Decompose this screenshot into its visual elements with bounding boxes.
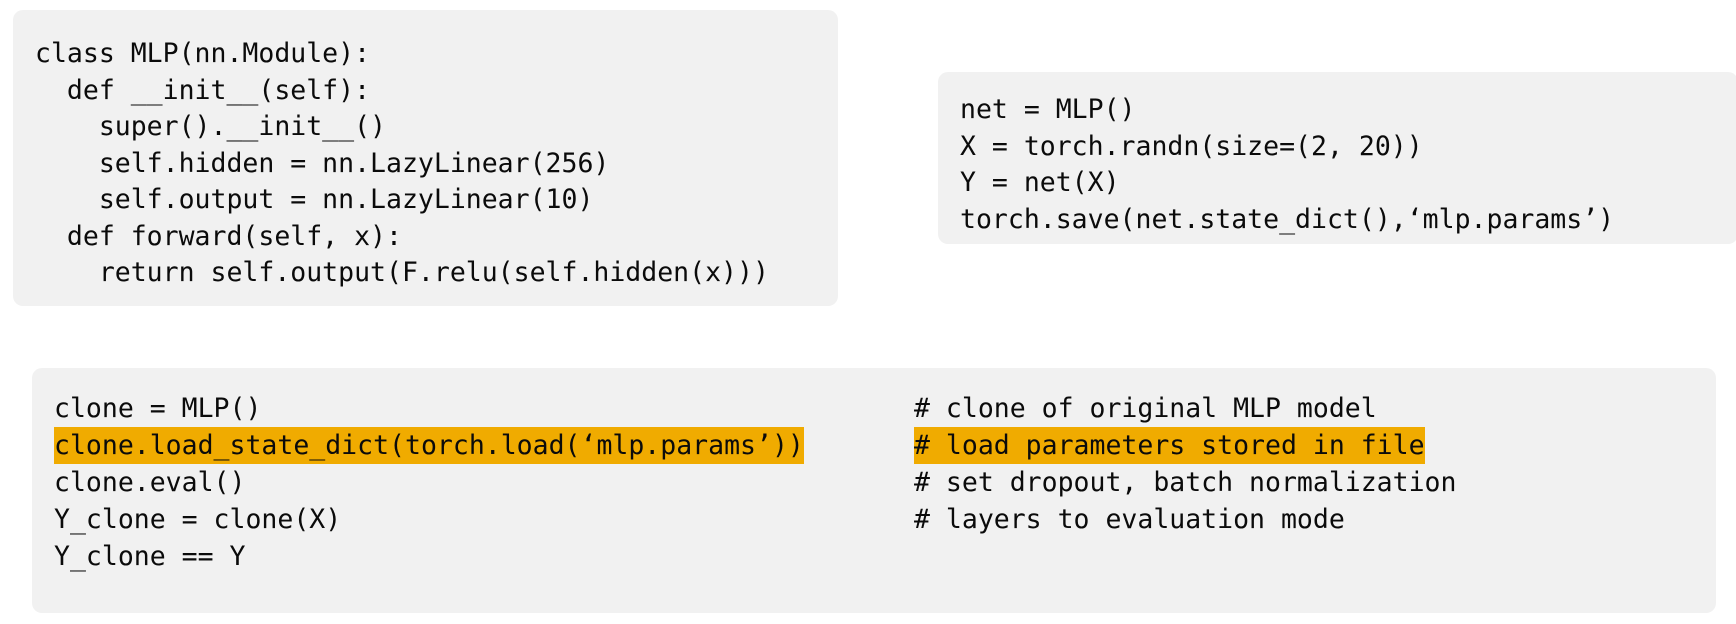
- code-comment: # layers to evaluation mode: [914, 504, 1345, 535]
- code-line: torch.save(net.state_dict(),‘mlp.params’…: [960, 203, 1615, 235]
- code-row: Y_clone = clone(X) # layers to evaluatio…: [32, 501, 1716, 538]
- code-column: clone = MLP(): [32, 390, 912, 427]
- code-column: Y_clone = clone(X): [32, 501, 912, 538]
- code-line: class MLP(nn.Module):: [35, 38, 371, 69]
- code-comment: # set dropout, batch normalization: [914, 467, 1457, 498]
- code-line: net = MLP(): [960, 94, 1136, 125]
- code-line: Y_clone = clone(X): [54, 504, 342, 535]
- code-row: clone.eval() # set dropout, batch normal…: [32, 464, 1716, 501]
- code-comment-highlighted: # load parameters stored in file: [914, 427, 1425, 464]
- code-line: super().__init__(): [35, 111, 386, 142]
- code-block-save-model: net = MLP() X = torch.randn(size=(2, 20)…: [938, 72, 1736, 244]
- code-line: X = torch.randn(size=(2, 20)): [960, 130, 1423, 162]
- code-column: clone.eval(): [32, 464, 912, 501]
- code-column: Y_clone == Y: [32, 538, 912, 575]
- comment-column: # load parameters stored in file: [912, 427, 1716, 464]
- comment-column: # layers to evaluation mode: [912, 501, 1716, 538]
- code-line: self.output = nn.LazyLinear(10): [35, 184, 594, 215]
- code-row-highlighted: clone.load_state_dict(torch.load(‘mlp.pa…: [32, 427, 1716, 464]
- code-line: Y_clone == Y: [54, 541, 246, 572]
- code-line-highlighted: clone.load_state_dict(torch.load(‘mlp.pa…: [54, 427, 804, 464]
- comment-column: # set dropout, batch normalization: [912, 464, 1716, 501]
- code-line: def __init__(self):: [35, 74, 371, 106]
- code-line: self.hidden = nn.LazyLinear(256): [35, 147, 610, 179]
- comment-column: # clone of original MLP model: [912, 390, 1716, 427]
- code-row: Y_clone == Y: [32, 538, 1716, 575]
- code-line: return self.output(F.relu(self.hidden(x)…: [35, 257, 769, 288]
- code-row: clone = MLP() # clone of original MLP mo…: [32, 390, 1716, 427]
- code-block-load-model: clone = MLP() # clone of original MLP mo…: [32, 368, 1716, 613]
- code-column: clone.load_state_dict(torch.load(‘mlp.pa…: [32, 427, 912, 464]
- comment-column: [912, 538, 1716, 557]
- code-line: Y = net(X): [960, 167, 1120, 198]
- code-block-mlp-class-definition: class MLP(nn.Module): def __init__(self)…: [13, 10, 838, 306]
- code-line: clone = MLP(): [54, 393, 262, 424]
- code-comment: # clone of original MLP model: [914, 393, 1377, 424]
- code-line: clone.eval(): [54, 467, 246, 498]
- code-line: def forward(self, x):: [35, 220, 402, 252]
